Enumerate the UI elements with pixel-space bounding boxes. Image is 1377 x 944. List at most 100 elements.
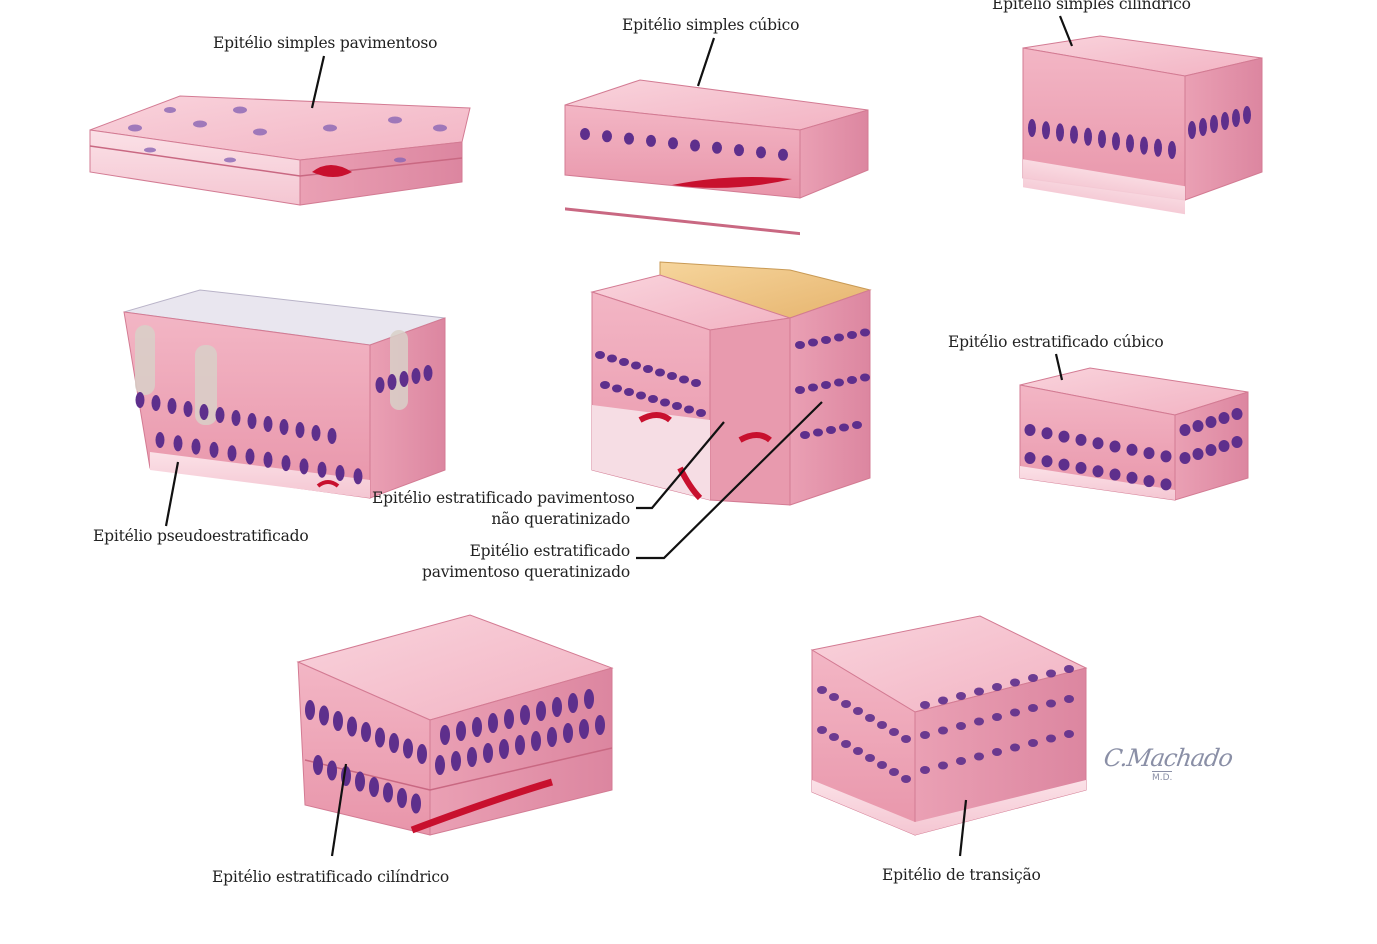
- cell-nucleus: [853, 707, 863, 715]
- cell-nucleus: [403, 738, 413, 759]
- cell-nucleus: [317, 461, 327, 478]
- cell-nucleus: [602, 130, 612, 143]
- cell-nucleus: [199, 404, 209, 420]
- cell-nucleus: [1028, 674, 1038, 682]
- cell-nucleus: [1192, 420, 1204, 432]
- cell-nucleus: [1028, 704, 1038, 712]
- cell-nucleus: [668, 137, 678, 150]
- cell-nucleus: [383, 782, 393, 803]
- cell-nucleus: [1028, 119, 1036, 137]
- cell-nucleus: [889, 768, 899, 776]
- cell-nucleus: [1218, 412, 1230, 424]
- cell-nucleus: [612, 384, 622, 393]
- cell-nucleus: [355, 771, 365, 792]
- cell-nucleus: [247, 413, 257, 429]
- simple-columnar-tissue: [1022, 35, 1263, 215]
- cell-nucleus: [411, 368, 421, 384]
- cell-nucleus: [568, 693, 578, 713]
- cell-nucleus: [808, 338, 818, 347]
- leader-stratified-cuboidal: [1054, 353, 1064, 381]
- cell-nucleus: [1084, 127, 1092, 146]
- label-stratified-nonkeratinized-line2: não queratinizado: [491, 510, 630, 528]
- cell-nucleus: [852, 421, 862, 429]
- cell-nucleus: [375, 727, 385, 748]
- cell-nucleus: [660, 398, 670, 407]
- cell-nucleus: [1046, 669, 1056, 678]
- cell-nucleus: [1179, 452, 1191, 464]
- cell-nucleus: [655, 368, 665, 377]
- cell-nucleus: [1058, 458, 1070, 471]
- cell-nucleus: [1041, 455, 1053, 468]
- cell-nucleus: [215, 407, 225, 423]
- cell-nucleus: [563, 723, 573, 743]
- cell-nucleus: [795, 386, 805, 394]
- cell-nucleus: [397, 788, 407, 808]
- cell-nucleus: [151, 395, 161, 411]
- cell-nucleus: [504, 709, 514, 729]
- cell-nucleus: [1064, 730, 1074, 738]
- cell-nucleus: [672, 402, 682, 410]
- cell-nucleus: [1070, 125, 1078, 144]
- cell-nucleus: [920, 766, 930, 774]
- cell-nucleus: [263, 416, 273, 432]
- label-simple-squamous: Epitélio simples pavimentoso: [213, 34, 438, 52]
- cell-nucleus: [1010, 708, 1020, 717]
- cell-nucleus: [1041, 427, 1053, 440]
- label-transitional: Epitélio de transição: [882, 866, 1041, 884]
- leader-stratified-keratinized: [636, 401, 823, 560]
- label-simple-columnar: Epitélio simples cilíndrico: [992, 0, 1191, 13]
- cell-nucleus: [956, 757, 966, 765]
- cell-nucleus: [631, 361, 641, 370]
- leader-simple-cuboidal: [696, 37, 716, 87]
- cell-nucleus: [619, 358, 629, 366]
- cell-nucleus: [1075, 461, 1087, 474]
- cell-nucleus: [829, 733, 839, 741]
- cell-nucleus: [173, 435, 183, 452]
- cell-nucleus: [311, 425, 321, 441]
- label-stratified-columnar: Epitélio estratificado cilíndrico: [212, 868, 449, 886]
- cell-nucleus: [624, 132, 634, 145]
- cell-nucleus: [387, 374, 397, 390]
- cell-nucleus: [135, 392, 145, 408]
- leader-lines: [164, 15, 1074, 857]
- cell-nucleus: [1058, 430, 1070, 443]
- cell-nucleus: [756, 146, 766, 159]
- cell-nucleus: [1024, 424, 1036, 436]
- cell-nucleus: [333, 711, 343, 731]
- cell-nucleus: [579, 719, 589, 739]
- cell-nucleus: [817, 726, 827, 734]
- cell-nucleus: [1126, 134, 1134, 153]
- cell-nucleus: [472, 717, 482, 737]
- cell-nucleus: [1168, 141, 1176, 159]
- stratified-cuboidal-tissue: [1019, 367, 1249, 501]
- cell-nucleus: [690, 139, 700, 152]
- cell-nucleus: [552, 697, 562, 717]
- cell-nucleus: [361, 722, 371, 742]
- cell-nucleus: [191, 438, 201, 455]
- cell-nucleus: [829, 693, 839, 701]
- leader-simple-squamous: [310, 55, 326, 109]
- cell-nucleus: [1160, 450, 1172, 463]
- cell-nucleus: [821, 381, 831, 389]
- cell-nucleus: [974, 687, 984, 696]
- cell-nucleus: [691, 379, 701, 387]
- cell-nucleus: [1028, 739, 1038, 747]
- cell-nucleus: [795, 341, 805, 349]
- cell-nucleus: [667, 372, 677, 380]
- cell-nucleus: [520, 705, 530, 725]
- cell-nucleus: [580, 128, 590, 140]
- cell-nucleus: [227, 445, 237, 462]
- cell-nucleus: [834, 378, 844, 387]
- cell-nucleus: [821, 336, 831, 344]
- leader-pseudostratified: [164, 461, 180, 527]
- cell-nucleus: [1064, 695, 1074, 703]
- cell-nucleus: [467, 747, 477, 767]
- cell-nucleus: [295, 422, 305, 438]
- cell-nucleus: [865, 714, 875, 722]
- cell-nucleus: [901, 735, 911, 743]
- cell-nucleus: [299, 458, 309, 475]
- cell-nucleus: [841, 700, 851, 708]
- cell-nucleus: [1126, 443, 1138, 456]
- cell-nucleus: [595, 715, 605, 735]
- cell-nucleus: [231, 410, 241, 426]
